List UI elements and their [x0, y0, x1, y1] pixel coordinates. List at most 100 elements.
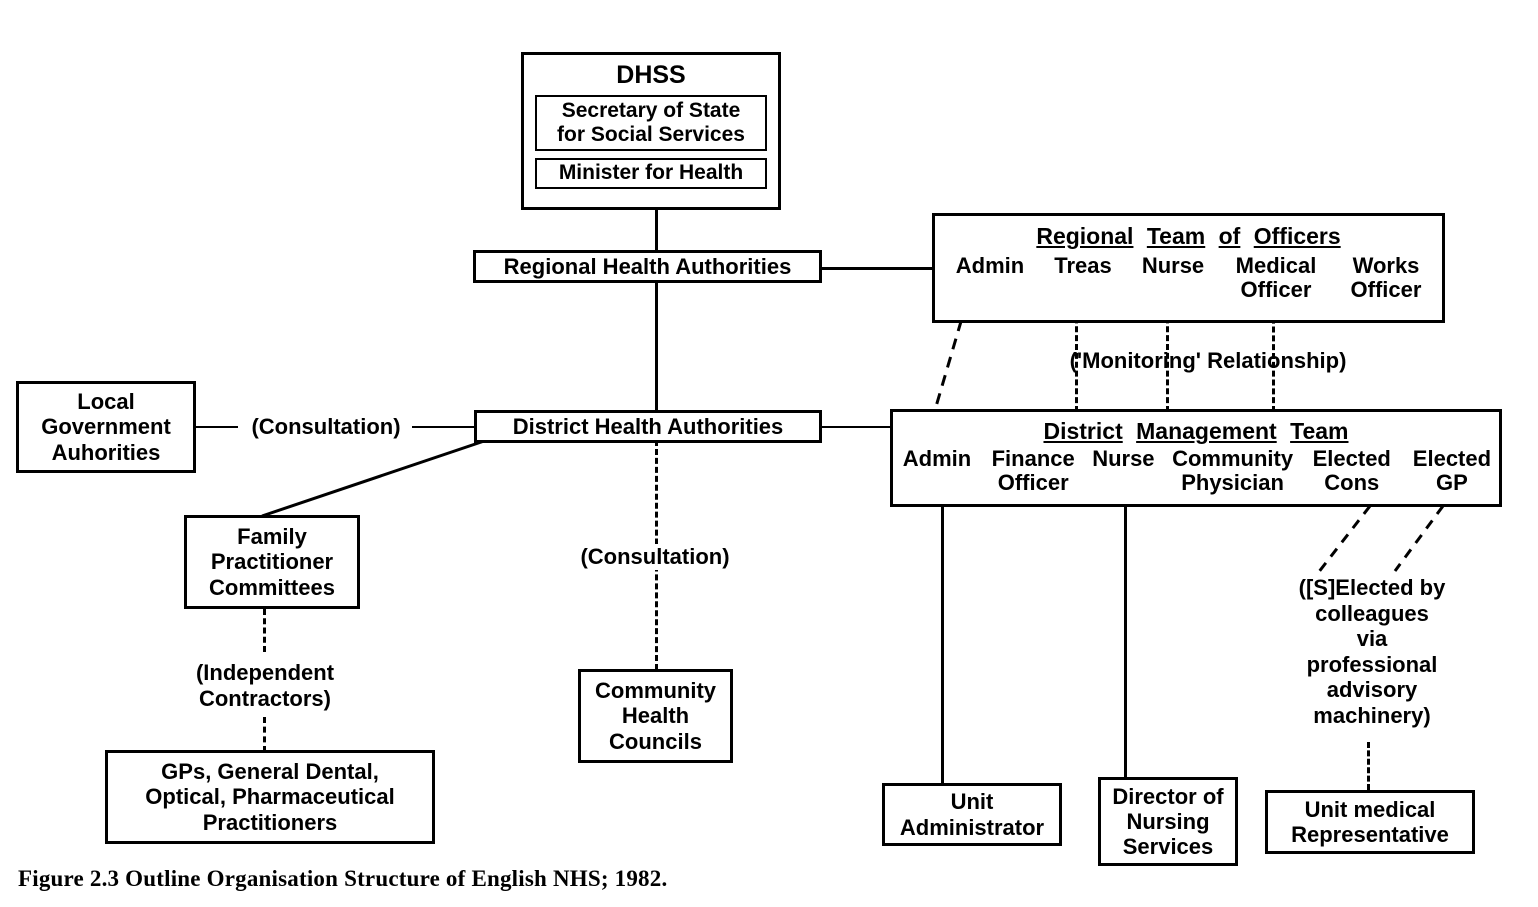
dhss-title: DHSS [616, 61, 686, 89]
dhss-secretary-line1: Secretary of State [561, 98, 741, 122]
fpc-line3: Committees [209, 574, 335, 600]
dmt-member-admin-line1: Admin [902, 446, 972, 471]
connector-dmt-nurse-to-director-nursing [1124, 505, 1127, 777]
dhss-minister-for-health: Minister for Health [535, 157, 767, 189]
unit-medical-rep-line1: Unit medical [1304, 796, 1436, 822]
rto-header-word-0: Regional [1036, 223, 1134, 249]
lga-line3: Auhorities [51, 439, 161, 465]
dmt-header-word-2: Team [1290, 418, 1349, 444]
elected-note-line6: machinery) [1313, 702, 1431, 728]
connector-dmt-elected-gp-dashed [1393, 505, 1445, 572]
node-unit-medical-representative: Unit medical Representative [1265, 790, 1475, 854]
node-unit-administrator: Unit Administrator [882, 783, 1062, 846]
connector-rto-nurse-to-dmt-nurse [1166, 282, 1169, 412]
dmt-member-nurse-line1: Nurse [1092, 446, 1155, 471]
director-nursing-line3: Services [1122, 834, 1214, 860]
practitioners-line2: Optical, Pharmaceutical [145, 784, 395, 810]
rto-header-word-1: Team [1146, 223, 1206, 249]
unit-administrator-line2: Administrator [899, 814, 1045, 840]
dmt-member-elected-gp: Elected GP [1408, 446, 1496, 496]
node-local-government-authorities: Local Government Auhorities [16, 381, 196, 473]
rto-member-nurse-line1: Nurse [1141, 253, 1205, 278]
dmt-member-elected-cons-line1: Elected [1312, 446, 1391, 471]
dhss-secretary-of-state: Secretary of State for Social Services [535, 94, 767, 151]
unit-administrator-line1: Unit [950, 789, 994, 815]
rto-member-admin-line1: Admin [955, 253, 1025, 278]
dmt-member-admin: Admin [896, 446, 978, 471]
connector-lga-to-dha-right [412, 426, 476, 428]
director-nursing-line1: Director of [1112, 783, 1224, 809]
connector-dha-to-dmt [820, 426, 892, 428]
dhss-secretary-line2: for Social Services [557, 122, 745, 146]
annotation-elected-note: ([S]Elected by colleagues via profession… [1272, 575, 1472, 728]
node-regional-health-authorities: Regional Health Authorities [473, 250, 822, 283]
rto-member-works-officer: Works Officer [1336, 253, 1436, 303]
dmt-member-community-line2: Physician [1181, 470, 1284, 496]
director-nursing-line2: Nursing [1126, 808, 1210, 834]
node-dhss: DHSS Secretary of State for Social Servi… [521, 52, 781, 210]
connector-contractors-to-practitioners [263, 717, 266, 752]
rha-label: Regional Health Authorities [503, 253, 792, 279]
node-district-management-team: District Management Team [890, 409, 1502, 507]
dmt-header-word-1: Management [1136, 418, 1277, 444]
dmt-member-community-physician: Community Physician [1170, 446, 1296, 496]
independent-contractors-line1: (Independent [195, 660, 335, 685]
fpc-line1: Family [237, 524, 307, 550]
fpc-line2: Practitioner [210, 549, 334, 575]
connector-fpc-to-practitioners [263, 609, 266, 652]
rto-members: Admin Treas Nurse Medical Officer Works … [944, 253, 1436, 303]
chc-line2: Health [621, 703, 690, 729]
rto-member-medical-officer: Medical Officer [1220, 253, 1332, 303]
rto-member-treas-line1: Treas [1054, 253, 1112, 278]
connector-rto-medical-to-dmt-community [1272, 300, 1275, 412]
elected-note-line5: advisory [1326, 677, 1418, 703]
unit-medical-rep-line2: Representative [1291, 822, 1449, 847]
rto-header-word-2: of [1218, 223, 1241, 249]
dmt-member-community-line1: Community [1172, 446, 1294, 471]
elected-note-line4: professional [1306, 651, 1438, 677]
rto-header-word-3: Officers [1253, 223, 1341, 249]
connector-rha-to-rto [820, 267, 935, 270]
dmt-member-elected-gp-line2: GP [1436, 470, 1468, 496]
rto-member-works-line2: Officer [1350, 277, 1422, 303]
rto-member-works-line1: Works [1352, 253, 1420, 278]
dmt-header-word-0: District [1043, 418, 1123, 444]
practitioners-line1: GPs, General Dental, [161, 759, 379, 785]
node-family-practitioner-committees: Family Practitioner Committees [184, 515, 360, 609]
node-district-health-authorities: District Health Authorities [474, 410, 822, 443]
dmt-member-elected-cons: Elected Cons [1307, 446, 1397, 496]
annotation-consultation-centre: (Consultation) [565, 544, 745, 570]
connector-dmt-admin-to-unit-administrator [941, 505, 944, 783]
lga-line2: Government [41, 414, 171, 440]
chc-line1: Community [595, 678, 716, 704]
dhss-minister-label: Minister for Health [558, 161, 744, 185]
connector-lga-to-dha-left [196, 426, 238, 428]
connector-rha-to-dha [655, 283, 658, 414]
connector-elected-note-to-unit-medical-rep [1367, 742, 1370, 790]
rto-header: Regional Team of Officers [1036, 223, 1340, 249]
dmt-member-finance-line2: Officer [997, 470, 1069, 496]
independent-contractors-line2: Contractors) [198, 685, 331, 711]
chc-line3: Councils [609, 728, 702, 754]
lga-line1: Local [77, 389, 135, 415]
rto-member-medical-line2: Officer [1240, 277, 1312, 303]
dmt-member-nurse: Nurse [1088, 446, 1158, 471]
dmt-header: District Management Team [1043, 418, 1348, 444]
elected-note-line3: via [1356, 626, 1388, 652]
figure-caption: Figure 2.3 Outline Organisation Structur… [18, 866, 668, 891]
node-independent-practitioners: GPs, General Dental, Optical, Pharmaceut… [105, 750, 435, 844]
annotation-monitoring-relationship: ('Monitoring' Relationship) [1069, 348, 1347, 373]
connector-dha-to-fpc [261, 432, 506, 518]
annotation-independent-contractors: (Independent Contractors) [145, 660, 385, 711]
dmt-member-finance-officer: Finance Officer [989, 446, 1077, 496]
annotation-consultation-left: (Consultation) [251, 414, 401, 439]
dmt-members: Admin Finance Officer Nurse Community Ph… [896, 446, 1496, 496]
connector-dhss-to-rha [655, 208, 658, 252]
dmt-member-elected-cons-line2: Cons [1324, 470, 1380, 496]
rto-member-treas: Treas [1040, 253, 1126, 278]
node-community-health-councils: Community Health Councils [578, 669, 733, 763]
practitioners-line3: Practitioners [202, 809, 338, 835]
rto-member-medical-line1: Medical [1235, 253, 1317, 278]
rto-member-admin: Admin [944, 253, 1036, 278]
